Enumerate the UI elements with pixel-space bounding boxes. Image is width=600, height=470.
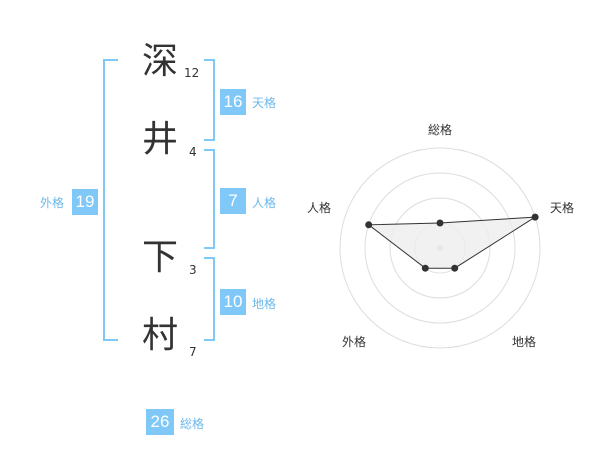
radar-point-1 <box>531 213 539 221</box>
soukaku-label: 総格 <box>180 417 205 431</box>
radar-ring-4 <box>339 147 541 349</box>
radar-axis-label-1: 天格 <box>550 201 575 215</box>
chikaku-label: 地格 <box>252 297 277 311</box>
radar-point-3 <box>421 264 429 272</box>
radar-point-2 <box>451 264 459 272</box>
jinkaku-badge: 7 <box>220 188 246 214</box>
name-char-3: 下 <box>141 237 178 278</box>
stroke-count-4: 7 <box>189 345 197 359</box>
gaikaku-label: 外格 <box>40 196 65 210</box>
radar-axis-label-3: 外格 <box>342 335 367 349</box>
chikaku-bracket <box>204 257 215 341</box>
radar-axis-label-4: 人格 <box>307 201 332 215</box>
radar-point-0 <box>436 219 444 227</box>
tenkaku-bracket <box>204 59 215 141</box>
gaikaku-bracket <box>103 59 118 341</box>
radar-series-polygon <box>367 216 536 269</box>
gaikaku-badge: 19 <box>72 189 98 215</box>
tenkaku-badge: 16 <box>220 89 246 115</box>
soukaku-badge: 26 <box>146 409 174 435</box>
stroke-count-2: 4 <box>189 145 197 159</box>
chikaku-badge: 10 <box>220 289 246 315</box>
tenkaku-label: 天格 <box>252 96 277 110</box>
name-char-4: 村 <box>141 315 178 356</box>
radar-point-4 <box>365 221 373 229</box>
radar-axis-label-0: 総格 <box>428 123 453 137</box>
jinkaku-bracket <box>204 149 215 249</box>
name-char-1: 深 <box>141 41 178 82</box>
jinkaku-label: 人格 <box>252 196 277 210</box>
name-char-2: 井 <box>141 119 178 160</box>
radar-axis-label-2: 地格 <box>512 335 537 349</box>
radar-ring-3 <box>364 172 516 324</box>
stroke-count-1: 12 <box>184 66 200 80</box>
radar-ring-2 <box>389 197 491 299</box>
stroke-count-3: 3 <box>189 263 197 277</box>
